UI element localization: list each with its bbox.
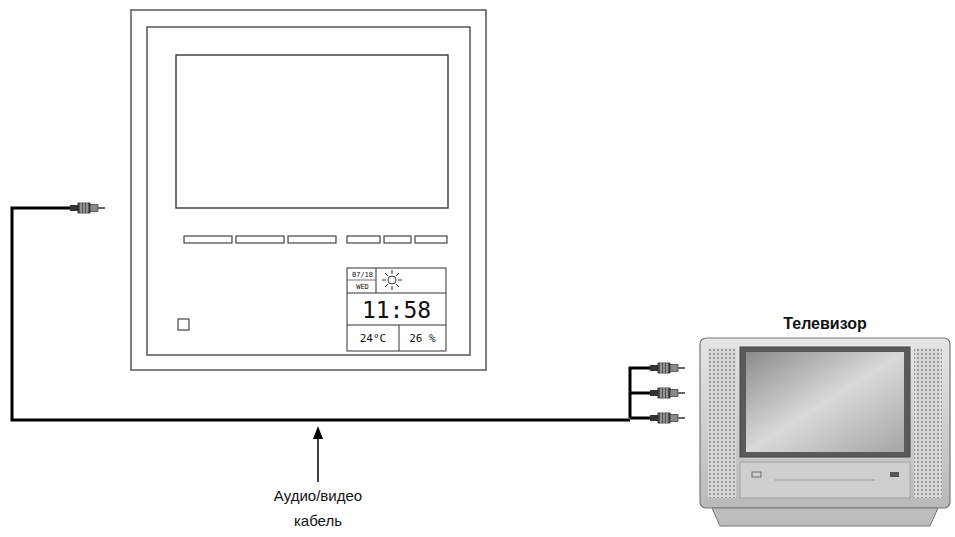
sun-icon: [382, 270, 402, 290]
intercom-monitor: [131, 10, 486, 370]
tv-device: Телевизор: [700, 312, 950, 530]
callout-arrow: [313, 426, 323, 482]
device-name: Телевизор: [700, 312, 950, 336]
lcd-date: 07/18: [349, 270, 376, 280]
lcd-display: 07/18WED 11:5824°C26 %: [347, 268, 446, 351]
lcd-weekday: WED: [349, 282, 376, 292]
lcd-time: 11:58: [347, 295, 446, 325]
lcd-frame: [347, 268, 446, 351]
lcd-temperature: 24°C: [347, 326, 399, 351]
television: [700, 338, 950, 526]
cable-callout: Аудио/видео кабель: [248, 483, 388, 533]
lcd-humidity: 26 %: [399, 326, 446, 351]
av-cable: [12, 203, 685, 423]
